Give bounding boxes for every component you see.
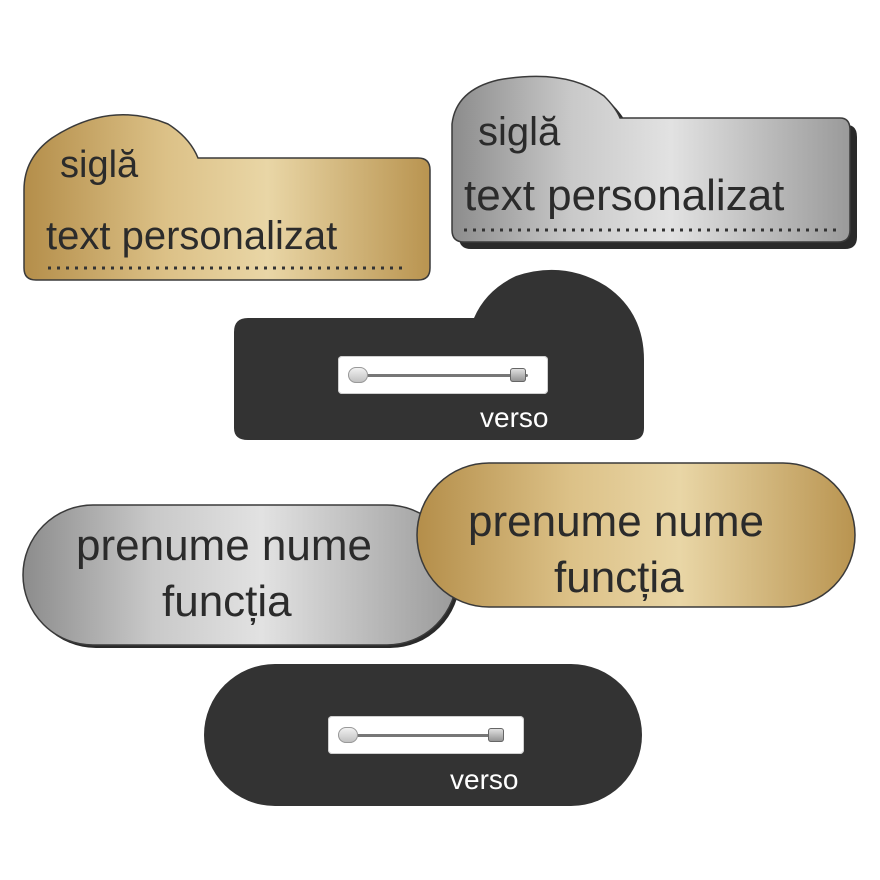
pin-cap xyxy=(348,367,368,383)
pin-catch xyxy=(510,368,526,382)
silver-name-badge-shape xyxy=(22,504,460,648)
gold-logo-badge-shape xyxy=(23,114,431,281)
silver-logo-badge-shape xyxy=(451,75,857,250)
pin-needle xyxy=(358,374,528,377)
pin-clasp-bottom xyxy=(328,716,524,754)
logo-badge-back: verso xyxy=(234,268,646,442)
gold-name-badge-line1: prenume nume xyxy=(468,497,764,546)
silver-logo-badge-line1: siglă xyxy=(478,110,561,154)
silver-name-badge-line2: funcția xyxy=(162,577,292,626)
pin-catch xyxy=(488,728,504,742)
silver-logo-badge: siglă text personalizat xyxy=(450,75,860,250)
pin-cap xyxy=(338,727,358,743)
gold-name-badge-line2: funcția xyxy=(554,553,684,602)
gold-name-badge: prenume nume funcția xyxy=(416,462,858,610)
silver-name-badge: prenume nume funcția xyxy=(22,504,464,650)
pin-clasp-top xyxy=(338,356,548,394)
gold-logo-badge: siglă text personalizat xyxy=(22,108,434,284)
logo-badge-back-shape xyxy=(234,269,644,440)
verso-label-bottom: verso xyxy=(450,764,519,795)
pin-needle xyxy=(348,734,504,737)
silver-name-badge-line1: prenume nume xyxy=(76,521,372,570)
silver-logo-badge-line2: text personalizat xyxy=(464,171,785,220)
verso-label-top: verso xyxy=(480,402,549,433)
gold-logo-badge-line2: text personalizat xyxy=(46,214,338,258)
name-badge-back: verso xyxy=(204,664,644,808)
gold-name-badge-shape xyxy=(416,462,856,608)
gold-logo-badge-line1: siglă xyxy=(60,144,139,186)
